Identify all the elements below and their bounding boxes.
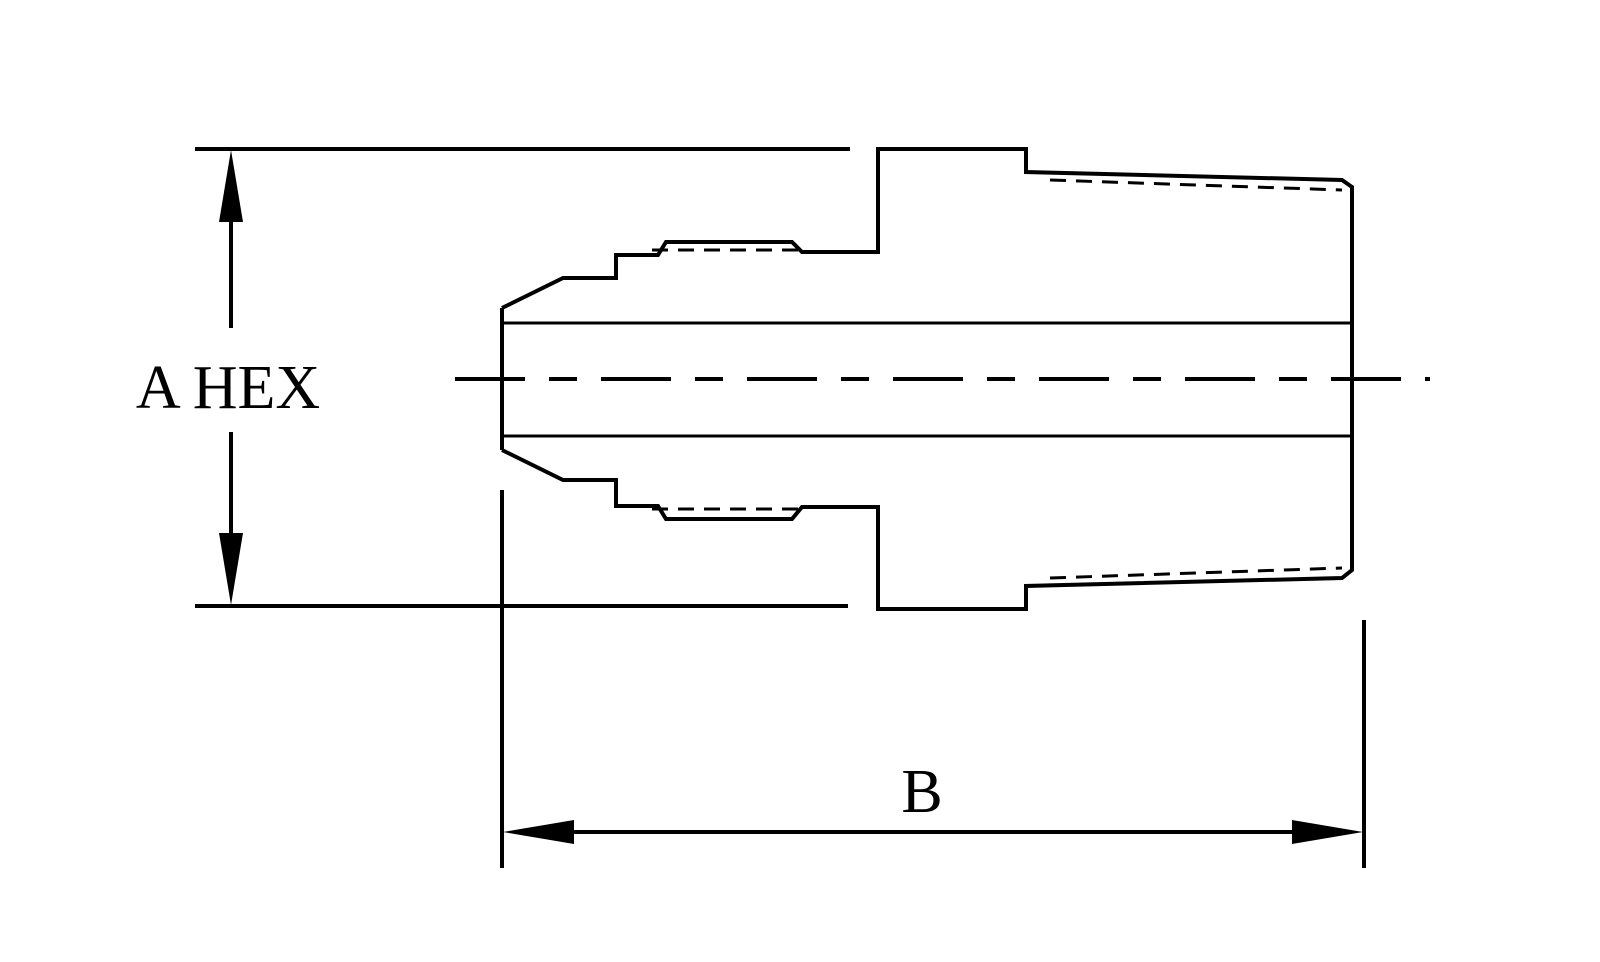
dimension-a-label: A HEX (136, 354, 320, 422)
fitting-outline-bottom (501, 381, 1354, 611)
pipe-thread-line-bottom (1049, 566, 1343, 580)
arrow-right-icon (1292, 820, 1363, 844)
fitting-outline-top (501, 147, 1354, 377)
dimension-b-label: B (901, 758, 942, 826)
arrow-left-icon (503, 820, 574, 844)
arrow-down-icon (219, 533, 243, 605)
arrow-up-icon (219, 150, 243, 222)
pipe-thread-line-top (1049, 178, 1343, 192)
